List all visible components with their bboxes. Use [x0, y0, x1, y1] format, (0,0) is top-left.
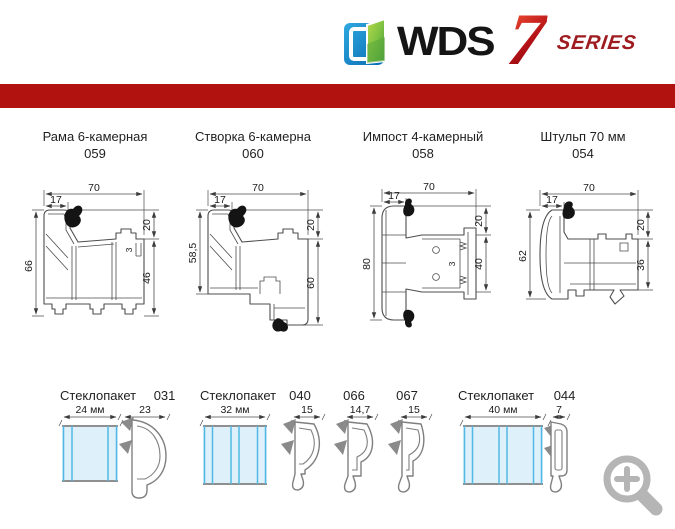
bead-width-label-067: 15	[408, 404, 420, 416]
bead-width-label: 7	[556, 404, 562, 416]
dim-small: 3	[124, 247, 134, 252]
bead-code-040: 040	[289, 388, 311, 403]
dim-small: 3	[447, 261, 457, 266]
dim-left-height: 66	[23, 260, 35, 272]
red-banner	[0, 84, 675, 108]
profile-code: 060	[242, 146, 264, 161]
glass-pane	[463, 425, 543, 485]
dim-rebate: 17	[50, 194, 62, 206]
glass-width-label: 40 мм	[488, 404, 517, 416]
dim-rebate: 17	[546, 194, 558, 206]
dim-right: 40	[473, 258, 485, 270]
dim-right: 60	[305, 277, 317, 289]
dim-top-right: 20	[473, 215, 485, 227]
profile-title-shtulp: Штульп 70 мм 054	[498, 128, 668, 162]
brand-name: WDS	[397, 19, 496, 65]
dim-width: 70	[88, 182, 100, 194]
frame-profile-drawing: 70 17 66 20 46 3	[23, 182, 159, 317]
wds-logo-icon	[344, 17, 386, 65]
glazing-code: 044	[553, 388, 576, 403]
mullion-profile-drawing: 70 17 80 20 40 3	[361, 181, 491, 328]
glazing-bead-067	[388, 419, 425, 493]
dim-rebate: 17	[388, 190, 400, 202]
bead-code-066: 066	[343, 388, 365, 403]
glazing-unit-40mm-drawing: 40 мм 7	[459, 404, 571, 493]
glazing-label: Стеклопакет	[60, 388, 137, 403]
dim-top-right: 20	[635, 219, 647, 231]
glazing-code: 031	[153, 388, 176, 403]
glazing-label: Стеклопакет	[200, 388, 277, 403]
profile-name: Створка 6-камерна	[195, 129, 311, 144]
dim-width: 70	[252, 182, 264, 194]
dim-left-height: 80	[361, 258, 373, 270]
profile-title-sash: Створка 6-камерна 060	[168, 128, 338, 162]
glazing-bead-066	[334, 419, 374, 493]
profile-title-mullion: Импост 4-камерный 058	[338, 128, 508, 162]
profile-code: 054	[572, 146, 594, 161]
dim-width: 70	[583, 182, 595, 194]
glazing-unit-32mm-drawing: 32 мм 15 14,7 15	[199, 404, 433, 493]
bead-width-label-040: 15	[301, 404, 313, 416]
glazing-unit-24mm-drawing: 24 мм 23	[58, 404, 171, 499]
series-label: SERIES	[555, 31, 638, 54]
glass-width-label: 24 мм	[75, 404, 104, 416]
profile-name: Рама 6-камерная	[42, 129, 148, 144]
sash-profile-drawing: 70 17 58,5 20 60	[187, 182, 323, 332]
shtulp-profile-drawing: 70 17 62 20 36	[517, 182, 653, 305]
zoom-in-icon[interactable]	[598, 448, 668, 524]
dim-left-height: 58,5	[187, 243, 199, 264]
dim-right: 46	[141, 272, 153, 284]
dim-top-right: 20	[305, 219, 317, 231]
profile-name: Штульп 70 мм	[540, 129, 626, 144]
brand-header: WDS 7 SERIES	[343, 0, 638, 81]
profile-code: 059	[84, 146, 106, 161]
bead-width-label-066: 14,7	[350, 404, 371, 416]
glazing-label: Стеклопакет	[458, 388, 535, 403]
profile-code: 058	[412, 146, 434, 161]
dim-right: 36	[635, 259, 647, 271]
glass-pane	[62, 425, 118, 482]
bead-width-label: 23	[139, 404, 151, 416]
glass-pane	[203, 425, 267, 485]
glazing-bead-040	[281, 419, 321, 491]
glazing-header-1: Стеклопакет 031	[60, 388, 175, 403]
profile-name: Импост 4-камерный	[362, 129, 484, 144]
dim-width: 70	[423, 181, 435, 193]
glazing-bead-23	[119, 417, 167, 499]
bead-code-067: 067	[396, 388, 418, 403]
dim-rebate: 17	[214, 194, 226, 206]
glass-width-label: 32 мм	[220, 404, 249, 416]
glazing-bead-7	[544, 421, 568, 493]
dim-left-height: 62	[517, 250, 529, 262]
glazing-header-3: Стеклопакет 044	[458, 388, 575, 403]
dim-top-right: 20	[141, 219, 153, 231]
profile-title-frame: Рама 6-камерная 059	[10, 128, 180, 162]
series-number: 7	[503, 0, 549, 81]
glazing-header-2: Стеклопакет	[200, 388, 276, 403]
